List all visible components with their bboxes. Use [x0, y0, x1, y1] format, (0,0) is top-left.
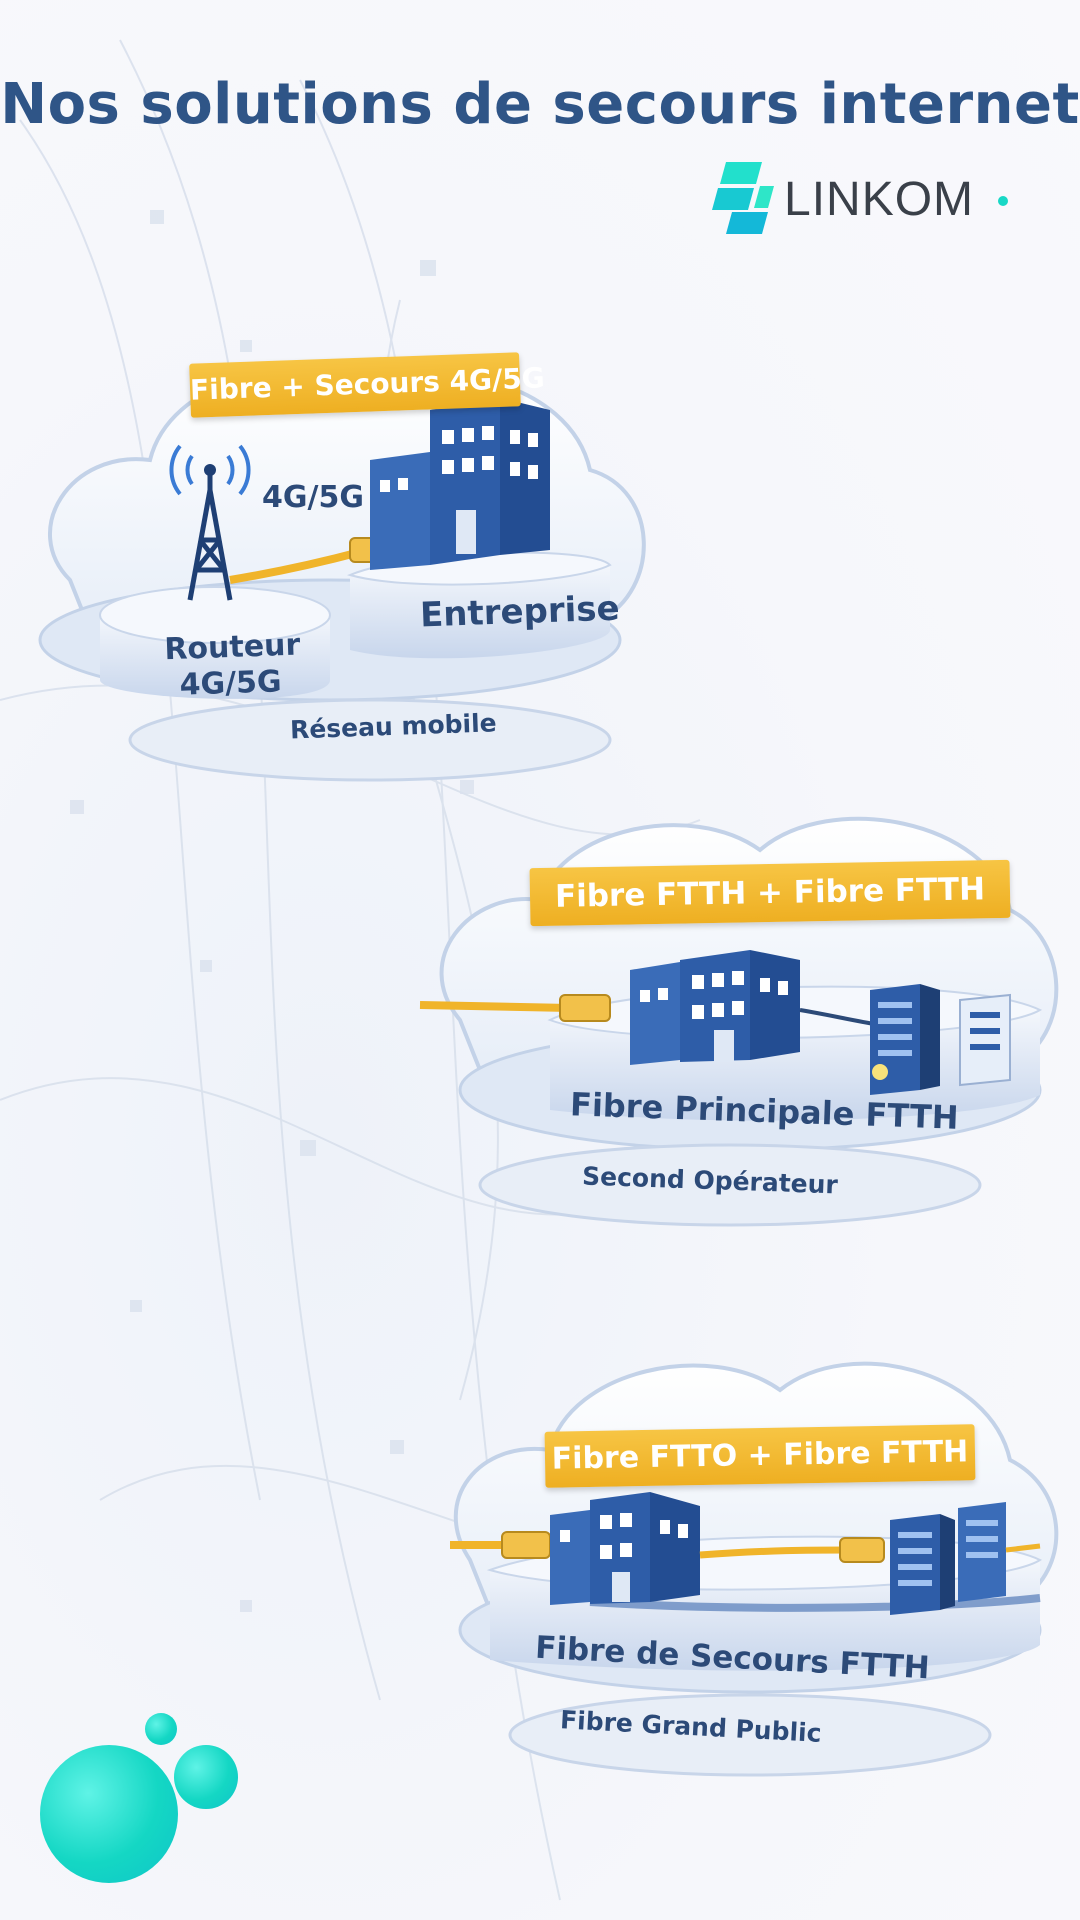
signal-label: 4G/5G: [262, 480, 364, 515]
decorative-bubble: [145, 1713, 177, 1745]
cell-tower-icon: [187, 470, 233, 601]
solution-card-ftth-ftth: Fibre FTTH + Fibre FTTH Fibre Principale…: [419, 790, 1060, 1240]
solution-card-ftto-ftth: Fibre FTTO + Fibre FTTH Fibre de Secours…: [450, 1340, 1060, 1790]
server-rack-icon: [890, 1502, 1006, 1615]
building-icon: [370, 398, 550, 570]
router-label: Routeur 4G/5G: [163, 627, 301, 703]
enterprise-label: Entreprise: [419, 588, 621, 636]
decorative-bubble: [40, 1745, 178, 1883]
decorative-bubble: [174, 1745, 238, 1809]
signal-waves-icon: [169, 444, 251, 496]
fiber-connector-icon: [501, 1531, 551, 1559]
page-title: Nos solutions de secours internet: [0, 72, 1080, 137]
fiber-connector-icon: [559, 994, 611, 1022]
server-rack-icon: [870, 984, 1011, 1095]
logo-dot: [998, 196, 1008, 206]
building-icon: [550, 1492, 700, 1605]
building-icon: [630, 950, 800, 1065]
logo-text: LINKOM: [784, 173, 975, 226]
glow-light: [872, 1064, 888, 1080]
solution-card-4g5g: Fibre + Secours 4G/5G 4G/5G Routeur 4G/5…: [30, 330, 650, 790]
linkom-logo-mark-icon: [712, 162, 774, 234]
solution-banner: Fibre FTTH + Fibre FTTH: [529, 859, 1011, 927]
solution-banner: Fibre + Secours 4G/5G: [189, 352, 545, 418]
cloud-illustration: [38, 373, 646, 782]
linkom-logo: LINKOM: [708, 160, 1018, 236]
solution-banner: Fibre FTTO + Fibre FTTH: [544, 1424, 976, 1488]
fiber-connector-icon: [839, 1537, 885, 1563]
